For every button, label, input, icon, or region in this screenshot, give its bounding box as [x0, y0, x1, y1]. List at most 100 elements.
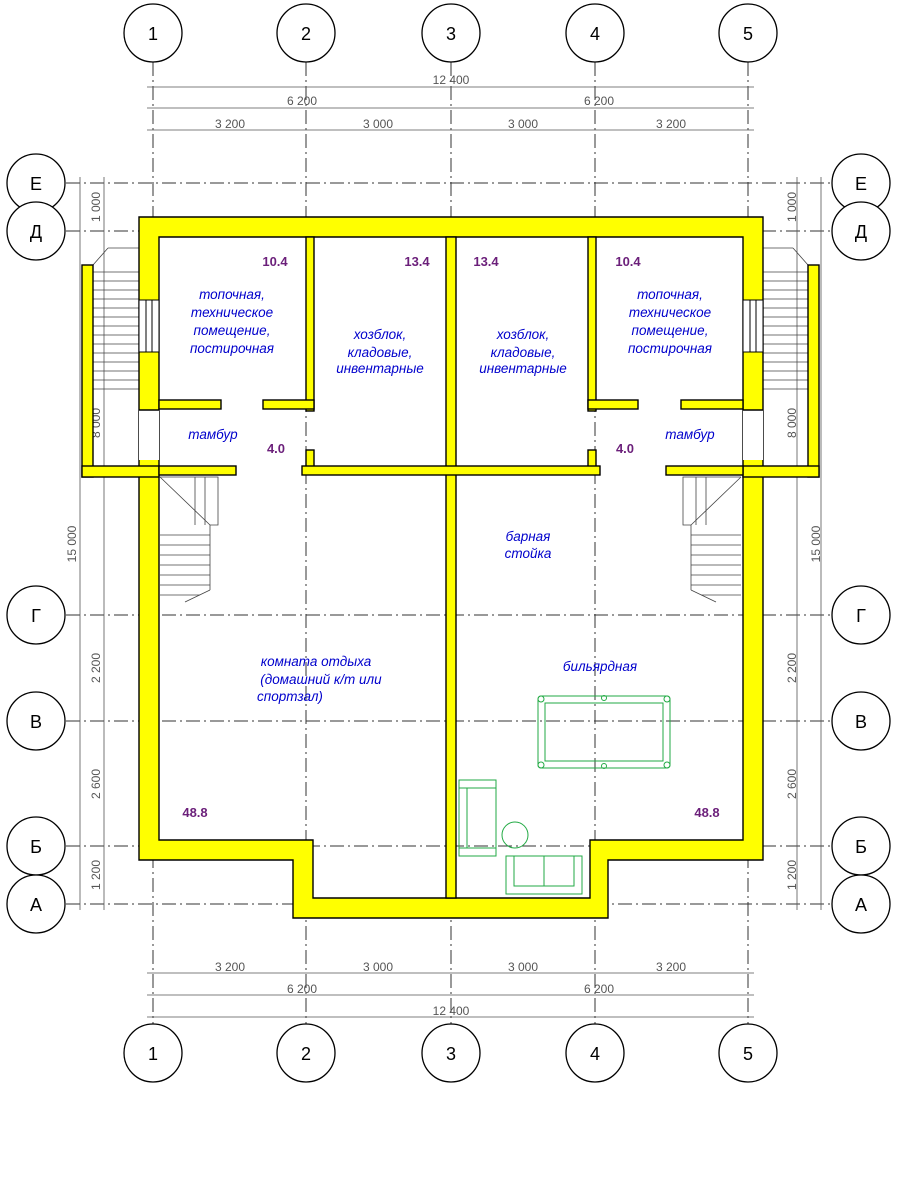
axis-bubble-top-5 — [718, 3, 778, 63]
axis-bubble-bottom-1 — [123, 1023, 183, 1083]
axis-bubble-top-2 — [276, 3, 336, 63]
axis-bubbles-top: 1 2 3 4 5 — [123, 3, 778, 63]
billiard-table-icon — [537, 695, 671, 769]
axis-label-top-5: 5 — [743, 24, 753, 44]
axis-label-right-v: В — [855, 712, 867, 732]
dim-bottom-half-left: 6 200 — [287, 982, 317, 996]
dim-top-span-2: 3 000 — [363, 117, 393, 131]
dim-right-small: 1 000 — [785, 192, 799, 222]
axis-bubble-top-4 — [565, 3, 625, 63]
boiler-right-line-4: постирочная — [628, 341, 712, 356]
dim-left-lower-2: 2 600 — [89, 769, 103, 799]
axis-label-left-a: А — [30, 895, 42, 915]
axis-label-bottom-2: 2 — [301, 1044, 311, 1064]
axis-label-top-1: 1 — [148, 24, 158, 44]
boiler-left-line-4: постирочная — [190, 341, 274, 356]
storage-left-line-1: хозблок, — [353, 327, 407, 342]
axis-bubbles-right: Е Д Г В Б А — [831, 153, 891, 934]
axis-bubbles-left: Е Д Г В Б А — [6, 153, 66, 934]
porch-wall-right — [807, 264, 820, 478]
axis-label-bottom-1: 1 — [148, 1044, 158, 1064]
axis-label-bottom-5: 5 — [743, 1044, 753, 1064]
area-boiler-left: 10.4 — [262, 254, 288, 269]
boiler-left-wall-b — [262, 399, 315, 410]
round-table-icon — [501, 821, 529, 849]
vestibule-right-label: тамбур — [665, 427, 715, 442]
axis-bubble-left-g — [6, 585, 66, 645]
area-vestibule-left: 4.0 — [267, 441, 285, 456]
area-boiler-right: 10.4 — [615, 254, 641, 269]
axis-label-left-e: Е — [30, 174, 42, 194]
dim-top-span-1: 3 200 — [215, 117, 245, 131]
bar-line-1: барная — [506, 529, 551, 544]
axis-bubble-top-3 — [421, 3, 481, 63]
dim-top-half-left: 6 200 — [287, 94, 317, 108]
partition-2-upper — [305, 236, 315, 412]
boiler-left-wall-a — [158, 399, 222, 410]
boiler-right-line-2: техническое — [629, 305, 711, 320]
dim-left-small: 1 000 — [89, 192, 103, 222]
porch-bottom-left — [81, 465, 160, 478]
area-billiard: 48.8 — [694, 805, 719, 820]
stairs-right-inner — [682, 476, 742, 603]
axis-label-top-4: 4 — [590, 24, 600, 44]
axis-label-right-g: Г — [856, 606, 866, 626]
dim-bottom-span-1: 3 200 — [215, 960, 245, 974]
stairs-left-outer — [92, 247, 141, 398]
storage-left-line-3: инвентарные — [336, 361, 424, 376]
axis-label-left-b: Б — [30, 837, 42, 857]
boiler-left-line-3: помещение, — [194, 323, 271, 338]
stairs-right-outer — [760, 247, 809, 398]
axis-label-right-b: Б — [855, 837, 867, 857]
boiler-right-wall-a — [587, 399, 639, 410]
partition-4-upper — [587, 236, 597, 412]
axis-label-right-d: Д — [855, 222, 867, 242]
axis-bubble-top-1 — [123, 3, 183, 63]
dim-right-mid: 8 000 — [785, 408, 799, 438]
dim-bottom-half-right: 6 200 — [584, 982, 614, 996]
axis-bubble-right-a — [831, 874, 891, 934]
storage-right-line-1: хозблок, — [496, 327, 550, 342]
stairs-left-inner — [159, 476, 219, 603]
dim-top-span-3: 3 000 — [508, 117, 538, 131]
lounge-line-2: (домашний к/т или — [260, 672, 382, 687]
armchair-icon — [458, 779, 497, 857]
dim-bottom-total: 12 400 — [433, 1004, 470, 1018]
axis-bubbles-bottom: 1 2 3 4 5 — [123, 1023, 778, 1083]
axis-bubble-left-v — [6, 691, 66, 751]
dim-bottom-span-3: 3 000 — [508, 960, 538, 974]
bar-line-2: стойка — [505, 546, 552, 561]
dim-top-total: 12 400 — [433, 73, 470, 87]
axis-bubble-bottom-2 — [276, 1023, 336, 1083]
axis-bubble-bottom-5 — [718, 1023, 778, 1083]
dim-left-lower-1: 2 200 — [89, 653, 103, 683]
lounge-line-3: спортзал) — [257, 689, 323, 704]
dim-right-lower-3: 1 200 — [785, 860, 799, 890]
storage-left-line-2: кладовые, — [348, 345, 413, 360]
area-storage-right: 13.4 — [473, 254, 499, 269]
axis-label-right-e: Е — [855, 174, 867, 194]
boiler-right-line-1: топочная, — [637, 287, 703, 302]
axis-bubble-right-d — [831, 201, 891, 261]
axis-label-bottom-3: 3 — [446, 1044, 456, 1064]
axis-label-left-g: Г — [31, 606, 41, 626]
boiler-left-line-1: топочная, — [199, 287, 265, 302]
area-vestibule-right: 4.0 — [616, 441, 634, 456]
porch-bottom-right — [742, 465, 820, 478]
boiler-left-line-2: техническое — [191, 305, 273, 320]
boiler-right-wall-b — [680, 399, 744, 410]
area-storage-left: 13.4 — [404, 254, 430, 269]
walls — [81, 216, 820, 919]
dim-right-lower-1: 2 200 — [785, 653, 799, 683]
axis-label-left-v: В — [30, 712, 42, 732]
dim-right-total: 15 000 — [809, 525, 823, 562]
storage-right-line-3: инвентарные — [479, 361, 567, 376]
dim-top-half-right: 6 200 — [584, 94, 614, 108]
axis-bubble-right-v — [831, 691, 891, 751]
axis-label-top-3: 3 — [446, 24, 456, 44]
dim-left-total: 15 000 — [65, 525, 79, 562]
storage-right-line-2: кладовые, — [491, 345, 556, 360]
room-labels: топочная, техническое помещение, постиро… — [188, 287, 715, 704]
area-labels: 10.4 13.4 13.4 10.4 4.0 4.0 48.8 48.8 — [182, 254, 719, 820]
vestibule-left-wall — [158, 465, 237, 476]
